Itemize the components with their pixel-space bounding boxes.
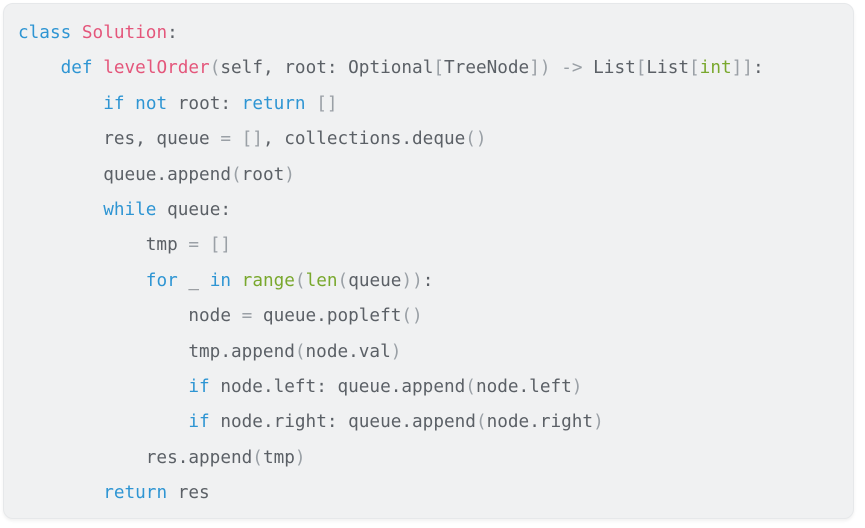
code-token-punct: = []: [220, 129, 263, 150]
code-token-punct: ): [294, 447, 306, 468]
code-line: if node.right: queue.append(node.right): [18, 405, 839, 440]
code-token-punct: ): [284, 164, 295, 185]
code-token-punct: (: [337, 270, 349, 291]
code-token-plain: res, queue: [18, 129, 221, 150]
code-token-punct: []: [316, 93, 338, 114]
code-token-plain: [125, 94, 136, 114]
code-token-punct: (): [465, 129, 487, 150]
code-token-plain: node.right: queue.append: [209, 412, 476, 433]
code-line: tmp = []: [18, 228, 839, 263]
code-card: class Solution: def levelOrder(self, roo…: [3, 3, 854, 519]
code-line: queue.append(root): [18, 158, 839, 193]
code-token-punct: )): [401, 270, 423, 291]
code-token-plain: List: [582, 58, 636, 79]
code-token-plain: TreeNode: [444, 58, 530, 79]
code-token-plain: [18, 377, 188, 397]
code-token-builtin: range: [241, 270, 295, 291]
code-token-punct: ->: [561, 58, 583, 79]
code-token-plain: tmp.append: [18, 341, 295, 362]
code-token-kw: if: [188, 377, 210, 398]
code-token-punct: (: [209, 58, 221, 79]
code-token-punct: [: [689, 58, 700, 79]
code-token-plain: :: [167, 23, 178, 43]
code-line: def levelOrder(self, root: Optional[Tree…: [18, 51, 839, 86]
code-token-plain: queue.append: [18, 164, 231, 185]
code-token-punct: ): [593, 412, 604, 433]
code-token-plain: queue:: [156, 200, 231, 221]
code-token-punct: [: [635, 58, 647, 79]
code-token-punct: (: [230, 164, 242, 185]
code-token-punct: =: [241, 306, 253, 327]
code-token-plain: queue: [348, 270, 402, 291]
code-token-builtin: int: [699, 58, 732, 79]
code-token-plain: , collections.deque: [262, 129, 466, 150]
code-token-punct: ]]: [731, 58, 753, 79]
code-token-title: levelOrder: [103, 58, 210, 79]
code-token-kw: if: [103, 93, 125, 114]
code-line: node = queue.popleft(): [18, 299, 839, 334]
code-token-plain: node.left: [475, 377, 572, 398]
code-token-kw: for: [145, 270, 178, 291]
code-block: class Solution: def levelOrder(self, roo…: [18, 16, 839, 512]
code-token-plain: [18, 94, 103, 114]
code-token-plain: node.left: queue.append: [209, 377, 466, 398]
code-line: res, queue = [], collections.deque(): [18, 122, 839, 157]
code-line: tmp.append(node.val): [18, 335, 839, 370]
code-token-punct: (: [475, 412, 487, 433]
code-token-plain: res: [167, 483, 210, 504]
code-token-punct: (): [401, 306, 423, 327]
code-token-punct: (: [465, 377, 476, 398]
code-token-punct: = []: [188, 235, 231, 256]
code-token-kw: in: [209, 270, 232, 291]
code-token-plain: [231, 271, 242, 291]
code-token-plain: [18, 271, 146, 291]
code-token-plain: res.append: [18, 447, 253, 468]
code-line: res.append(tmp): [18, 441, 839, 476]
code-token-kw: return: [241, 93, 306, 114]
code-token-plain: [18, 412, 188, 432]
code-token-plain: List: [646, 58, 690, 79]
code-token-plain: [93, 58, 104, 78]
code-token-punct: ): [390, 341, 402, 362]
code-token-plain: [18, 483, 103, 503]
code-token-kw: not: [135, 93, 168, 114]
code-token-kw: while: [103, 200, 157, 221]
code-token-plain: [306, 94, 317, 114]
code-line: for _ in range(len(queue)):: [18, 264, 839, 299]
code-token-kw: def: [60, 58, 93, 79]
code-token-plain: root: [241, 164, 285, 185]
code-line: while queue:: [18, 193, 839, 228]
code-token-plain: tmp: [262, 447, 295, 468]
code-token-punct: (: [294, 341, 306, 362]
code-token-plain: [551, 58, 562, 78]
code-token-kw: return: [103, 483, 168, 504]
code-token-punct: (: [252, 447, 263, 468]
code-token-punct: ]): [529, 58, 551, 79]
code-token-plain: self, root: Optional: [220, 58, 434, 79]
code-line: if not root: return []: [18, 87, 839, 122]
code-token-plain: _: [177, 270, 210, 291]
code-token-plain: node.right: [486, 412, 594, 433]
code-token-punct: (: [294, 270, 306, 291]
code-token-kw: class: [18, 23, 72, 43]
code-token-plain: :: [422, 270, 434, 291]
code-token-plain: :: [752, 58, 764, 79]
code-line: return res: [18, 476, 839, 511]
code-token-plain: node.val: [305, 341, 391, 362]
code-token-plain: [71, 23, 82, 43]
code-token-plain: [18, 58, 61, 78]
code-token-title: Solution: [81, 23, 168, 43]
code-token-kw: if: [188, 412, 210, 433]
code-line: class Solution:: [18, 16, 839, 51]
code-token-builtin: len: [305, 270, 338, 291]
code-token-plain: [18, 200, 103, 220]
code-token-plain: tmp: [18, 235, 189, 256]
code-token-plain: node: [18, 306, 242, 327]
code-line: if node.left: queue.append(node.left): [18, 370, 839, 405]
code-token-punct: [: [433, 58, 445, 79]
code-token-plain: root:: [167, 93, 242, 114]
code-token-punct: ): [571, 377, 583, 398]
code-token-plain: queue.popleft: [252, 306, 402, 327]
